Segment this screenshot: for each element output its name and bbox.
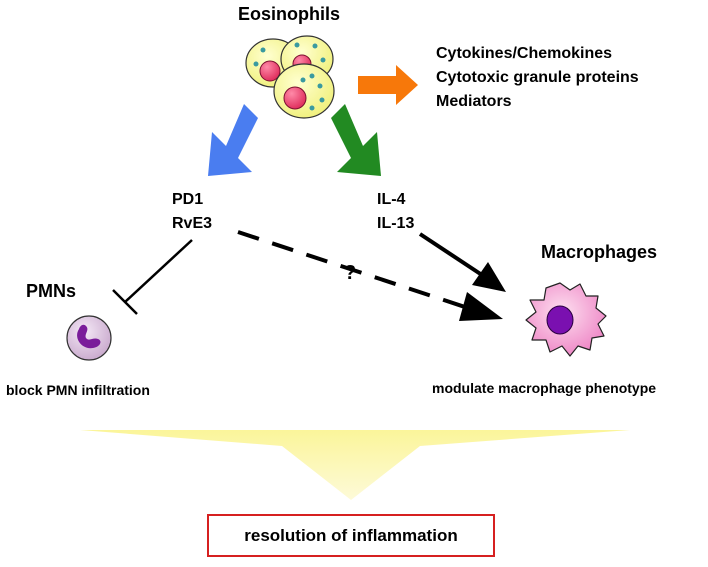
funnel-shape-icon	[80, 430, 630, 500]
rve3-label: RvE3	[172, 215, 213, 232]
pd1-arrow-icon	[208, 104, 258, 176]
unknown-link-label: ?	[344, 262, 357, 284]
inhibition-line-icon	[112, 239, 193, 315]
pd1-label: PD1	[172, 191, 204, 208]
pmns-title: PMNs	[26, 281, 77, 301]
eosinophil-products-list: Cytokines/Chemokines Cytotoxic granule p…	[436, 42, 639, 114]
eosinophil-cluster-icon	[245, 35, 335, 119]
eosinophil-cell-icon	[273, 63, 335, 119]
outcome-label: resolution of inflammation	[244, 525, 458, 545]
product-granule-proteins: Cytotoxic granule proteins	[436, 69, 639, 86]
macrophage-caption: modulate macrophage phenotype	[432, 380, 657, 396]
macrophages-title: Macrophages	[541, 242, 658, 262]
interleukin-group: IL-4 IL-13	[377, 188, 414, 236]
il4-label: IL-4	[377, 191, 406, 208]
macrophage-cell-icon	[525, 282, 607, 357]
pmn-cell-icon	[66, 315, 112, 361]
products-arrow-icon	[358, 65, 418, 105]
dashed-arrow-icon	[237, 230, 503, 321]
il13-label: IL-13	[377, 215, 415, 232]
pmn-caption: block PMN infiltration	[6, 382, 150, 398]
il4-macrophage-arrow-icon	[418, 232, 506, 292]
outcome-box: resolution of inflammation	[207, 514, 495, 557]
il4-arrow-icon	[331, 104, 381, 176]
product-cytokines: Cytokines/Chemokines	[436, 45, 613, 62]
product-mediators: Mediators	[436, 93, 512, 110]
pro-resolving-mediators: PD1 RvE3	[172, 188, 212, 236]
eosinophils-title: Eosinophils	[238, 4, 341, 24]
